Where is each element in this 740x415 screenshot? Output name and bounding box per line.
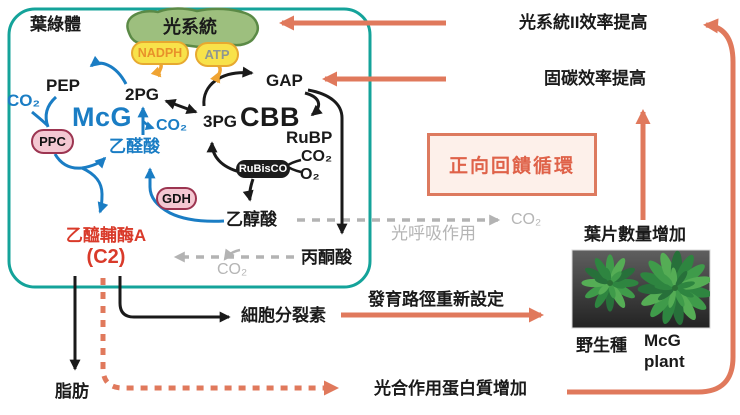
c2-to-cytokinin-arrow <box>118 276 231 323</box>
mcg-cycle-label: McG <box>72 102 133 132</box>
co2-decarbox-label: CO₂ <box>217 261 248 278</box>
co2-cbb-label: CO₂ <box>301 148 333 165</box>
photosystem-label: 光系統 <box>163 17 217 37</box>
mcg-plant-label-line2: plant <box>644 352 685 371</box>
fat-label: 脂肪 <box>55 382 89 401</box>
p3g-to-gap-arrow <box>202 66 254 107</box>
photorespiration-arrows <box>173 214 501 263</box>
p2g-label: 2PG <box>125 85 160 104</box>
co2-in-label: CO₂ <box>7 91 41 110</box>
c2-to-protein-dashed-arrow <box>100 278 339 396</box>
carbon-fixation-label: 固碳效率提高 <box>544 69 646 88</box>
nadph-label: NADPH <box>137 46 183 60</box>
glycolate-label: 乙醇酸 <box>226 210 277 229</box>
mcg-plant-label-line1: McG <box>644 331 681 350</box>
atp-label: ATP <box>204 47 230 62</box>
cbb-cycle-label: CBB <box>240 102 300 132</box>
cytokinin-label: 細胞分裂素 <box>241 306 326 325</box>
chloroplast-label: 葉綠體 <box>30 15 81 34</box>
glycolate-to-glyoxylate-arrow <box>144 167 225 223</box>
wild-type-label: 野生種 <box>576 336 627 355</box>
salmon-arrows <box>100 15 736 396</box>
rubisco-enzyme-badge: RuBisCO <box>236 160 290 178</box>
positive-feedback-box: 正向回饋循環 <box>427 133 597 196</box>
p3g-label: 3PG <box>203 112 238 131</box>
blue-arrows <box>31 55 225 223</box>
acetyl-coa-label: 乙醯輔酶A <box>65 226 147 245</box>
p2g-to-pep-arrow <box>89 55 128 85</box>
o2-cbb-label: O₂ <box>300 166 320 183</box>
gap-label: GAP <box>266 71 303 90</box>
gap-to-rubp-arrow <box>304 91 323 117</box>
glyoxylate-label: 乙醛酸 <box>109 137 160 156</box>
ppc-enzyme-badge: PPC <box>31 129 74 154</box>
pep-label: PEP <box>46 76 81 95</box>
atp-down-arrow <box>210 65 222 84</box>
pep-to-ppc-line <box>44 95 58 128</box>
co2-join-line <box>31 110 49 127</box>
leaf-number-label: 葉片數量增加 <box>584 225 686 244</box>
rubisco-to-glycolate-arrow <box>242 178 255 202</box>
plant-rosettes <box>581 250 710 326</box>
gdh-label: GDH <box>162 191 191 206</box>
gap-to-pyruvate-arrow <box>307 88 348 235</box>
photosynthetic-protein-label: 光合作用蛋白質增加 <box>374 379 527 398</box>
co2-release-curl-arrow <box>223 248 241 261</box>
atp-badge: ATP <box>195 42 239 67</box>
ppc-label: PPC <box>39 134 66 149</box>
co2-out-label: CO₂ <box>156 117 188 134</box>
rubisco-label: RuBisCO <box>238 163 288 175</box>
rubp-label: RuBP <box>286 128 333 147</box>
feedback-loop-curve-arrow <box>567 18 736 395</box>
gdh-enzyme-badge: GDH <box>156 187 197 210</box>
ppc-out-line <box>53 153 83 170</box>
rubisco-to-p3g-arrow <box>206 141 241 174</box>
ppc-to-glyoxylate-arrow <box>81 156 107 170</box>
ppc-to-c2-arrow <box>81 166 109 214</box>
nadph-badge: NADPH <box>131 41 189 65</box>
psii-efficiency-label: 光系統II效率提高 <box>519 13 648 32</box>
positive-feedback-label: 正向回饋循環 <box>448 156 575 177</box>
c2-label: (C2) <box>86 246 126 268</box>
photorespiration-label: 光呼吸作用 <box>391 224 476 243</box>
development-reset-label: 發育路徑重新設定 <box>368 290 504 309</box>
co2-photoresp-label: CO₂ <box>511 211 542 228</box>
co2-branch-arrow <box>142 120 155 130</box>
p2g-p3g-double-arrow <box>164 99 198 114</box>
pyruvate-label: 丙酮酸 <box>301 248 352 267</box>
